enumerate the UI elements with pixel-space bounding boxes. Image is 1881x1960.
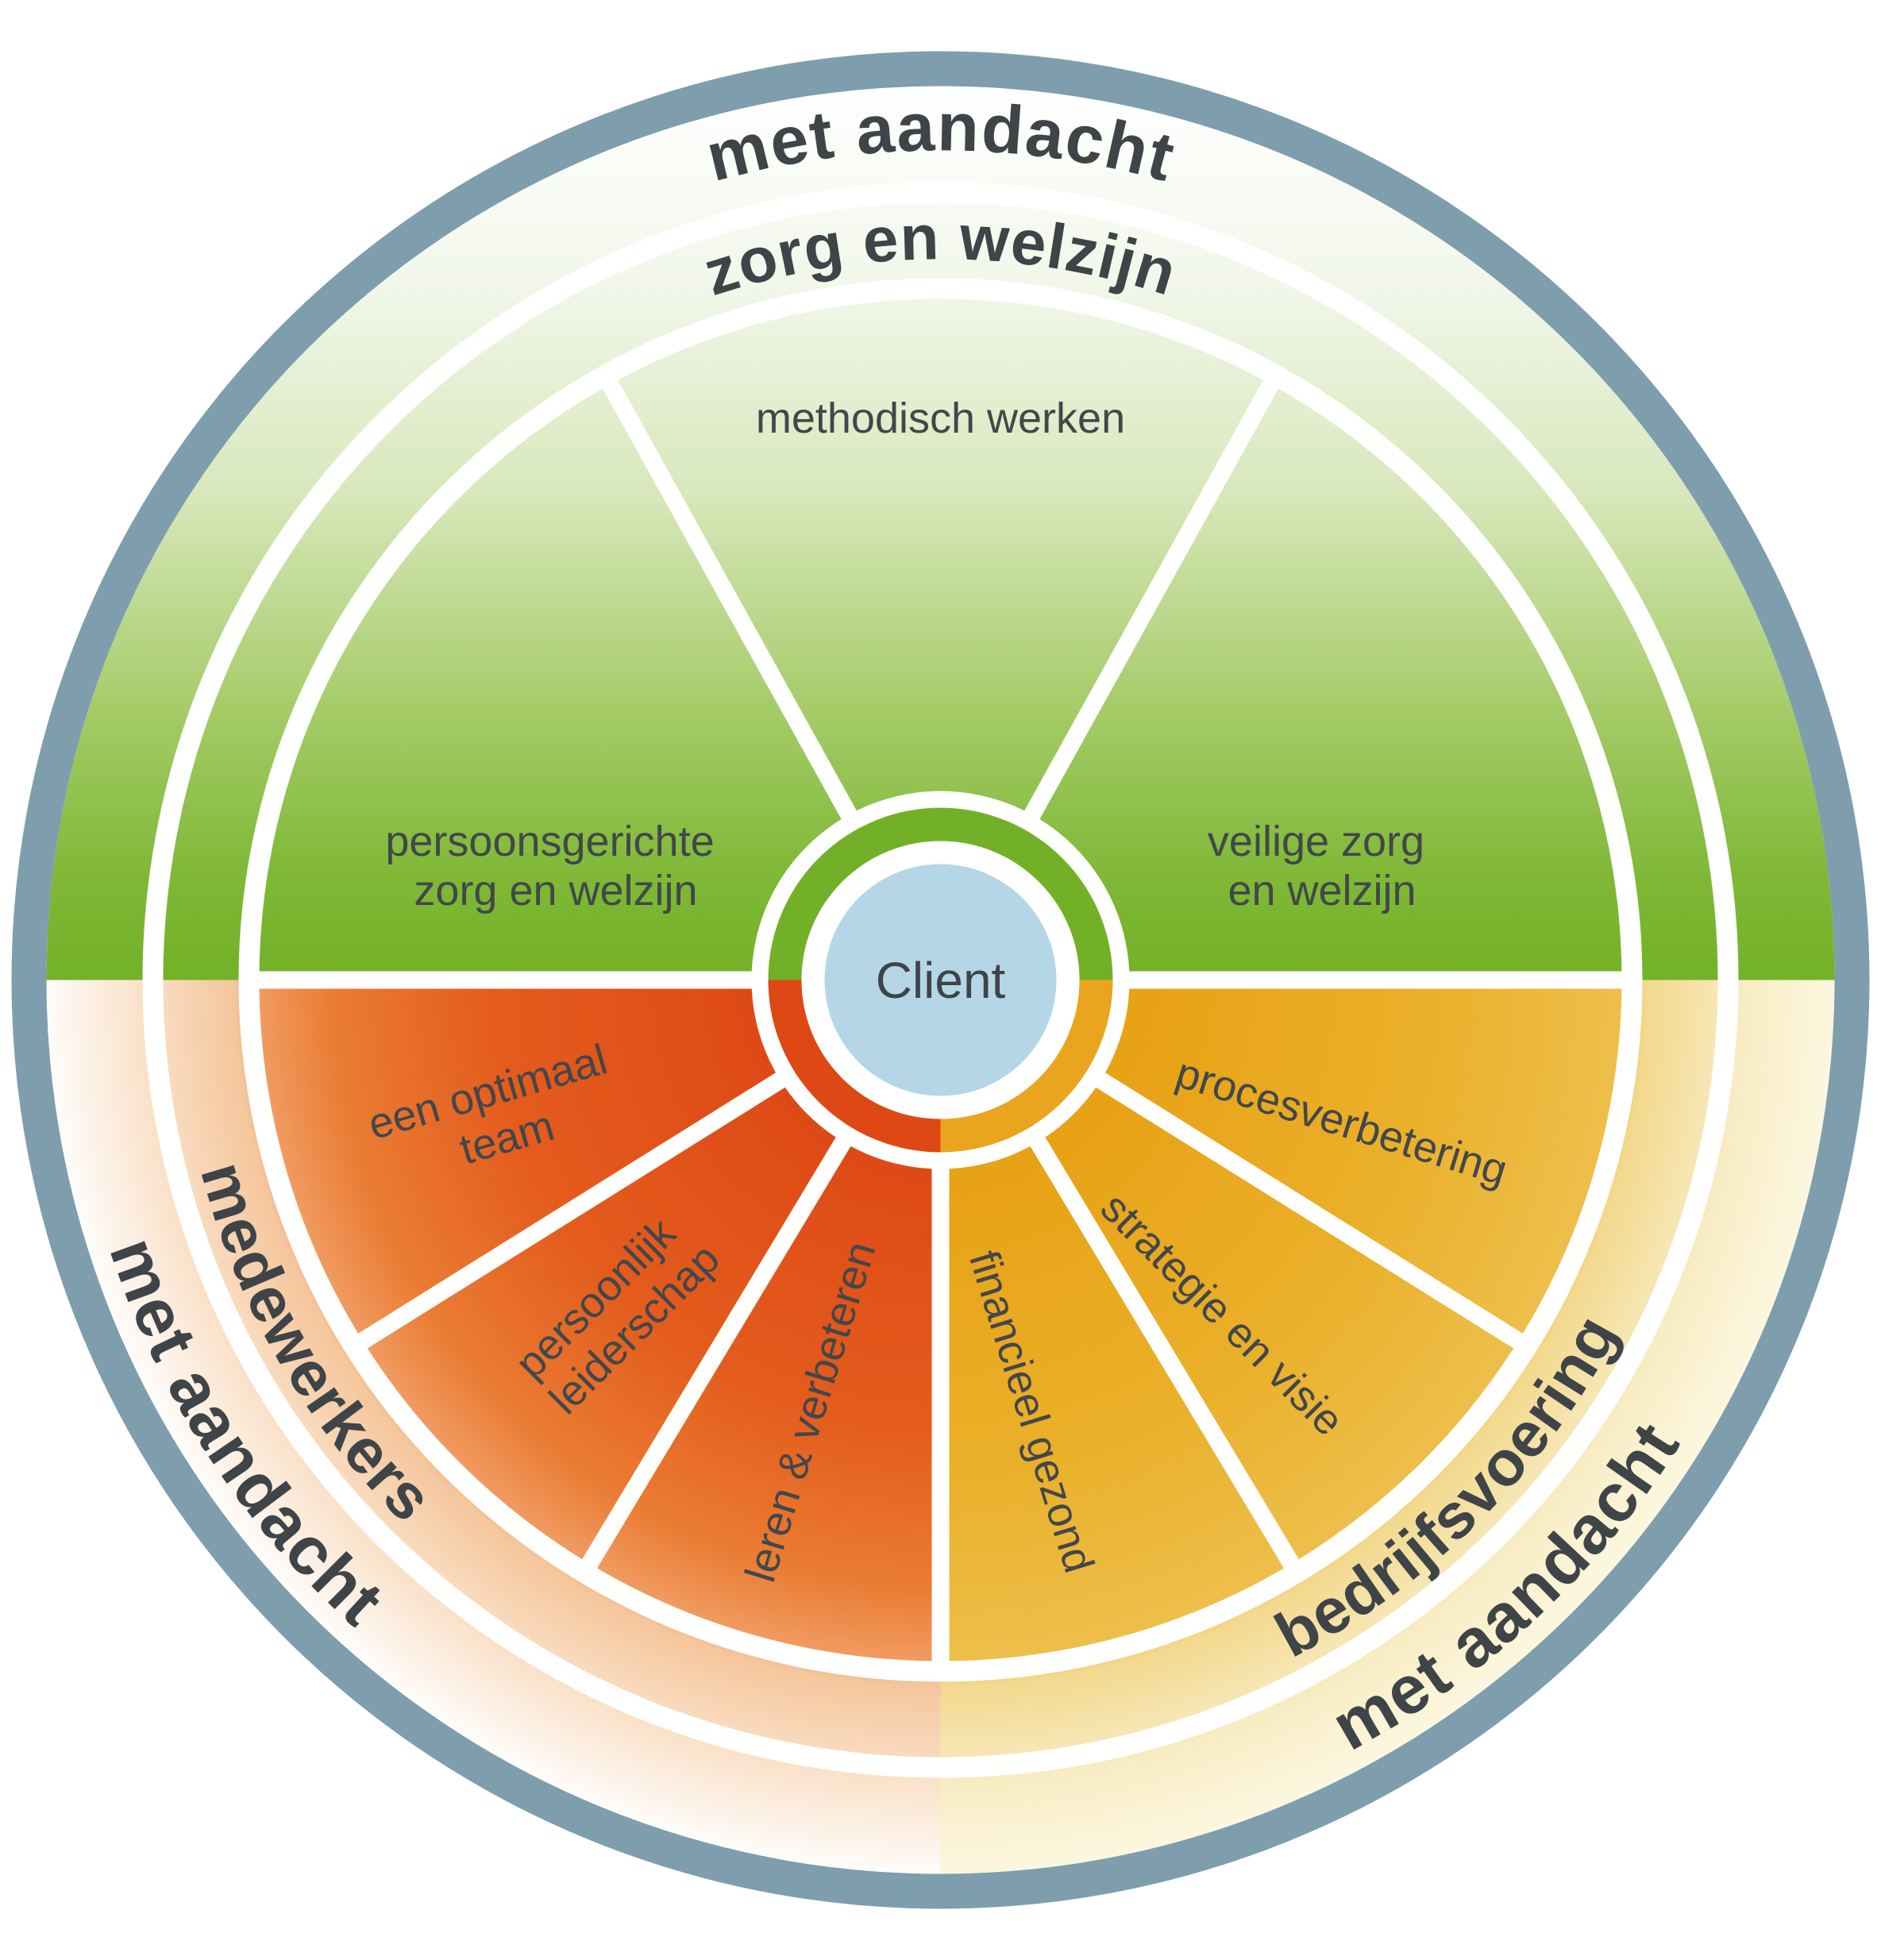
separator-ring-outer — [142, 182, 1739, 1778]
outer-frame-ring — [11, 51, 1870, 1909]
wheel-quarter-medewerkers — [259, 980, 941, 1662]
sector-label-veilige-zorg: veilige zorg en welzijn — [1208, 818, 1436, 915]
wheel-quarter-bedrijfsvoering — [940, 980, 1622, 1662]
hub-ring-gold — [940, 980, 1113, 1153]
client-circle — [824, 864, 1057, 1096]
center-hub: Client — [751, 791, 1130, 1169]
wheel-half-zorg — [259, 298, 1622, 980]
separator-ring-inner — [238, 278, 1643, 1682]
hub-ring-orange — [768, 980, 941, 1153]
sector-label-persoonsgerichte: persoonsgerichte zorg en welzijn — [385, 818, 726, 915]
inner-wheel — [259, 298, 1622, 1662]
sector-label-methodisch-werken: methodisch werken — [756, 395, 1125, 442]
hub-ring-green — [768, 807, 1113, 980]
client-label: Client — [876, 952, 1006, 1009]
